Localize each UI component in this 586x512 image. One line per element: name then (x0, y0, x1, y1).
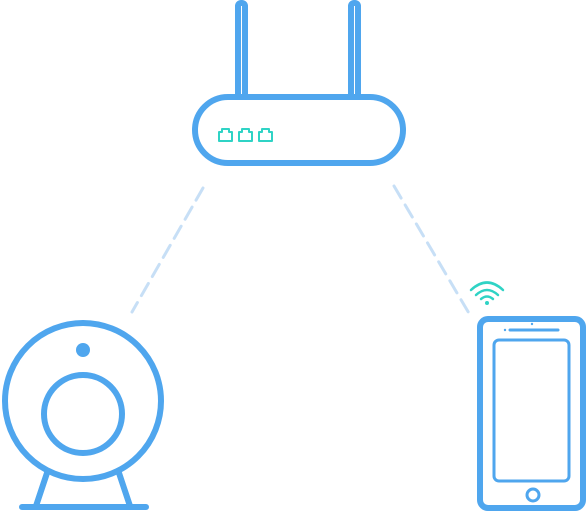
wifi-arc-outer (469, 281, 505, 292)
router-antenna-right (348, 0, 361, 102)
camera-stand (33, 467, 133, 509)
phone-sensor-dot (530, 322, 534, 326)
router-port-icon (218, 128, 233, 142)
router-ports (218, 128, 273, 142)
camera-indicator-dot (76, 343, 90, 357)
camera-icon (2, 320, 164, 510)
camera-lens (41, 372, 125, 456)
smartphone-icon (477, 316, 586, 511)
wifi-arc-middle (474, 288, 500, 297)
phone-body (477, 316, 586, 511)
wifi-dot (485, 301, 489, 305)
router-antenna-left (235, 0, 248, 102)
link-router-camera (130, 186, 205, 314)
link-router-phone (392, 184, 472, 317)
phone-home-button (525, 487, 541, 503)
router-port-icon (238, 128, 253, 142)
router-body (192, 94, 406, 166)
wifi-arc-inner (479, 295, 495, 301)
phone-screen (492, 338, 571, 483)
router-port-icon (258, 128, 273, 142)
wifi-icon (469, 281, 505, 305)
phone-camera-dot (503, 328, 507, 332)
router-icon (192, 0, 406, 166)
